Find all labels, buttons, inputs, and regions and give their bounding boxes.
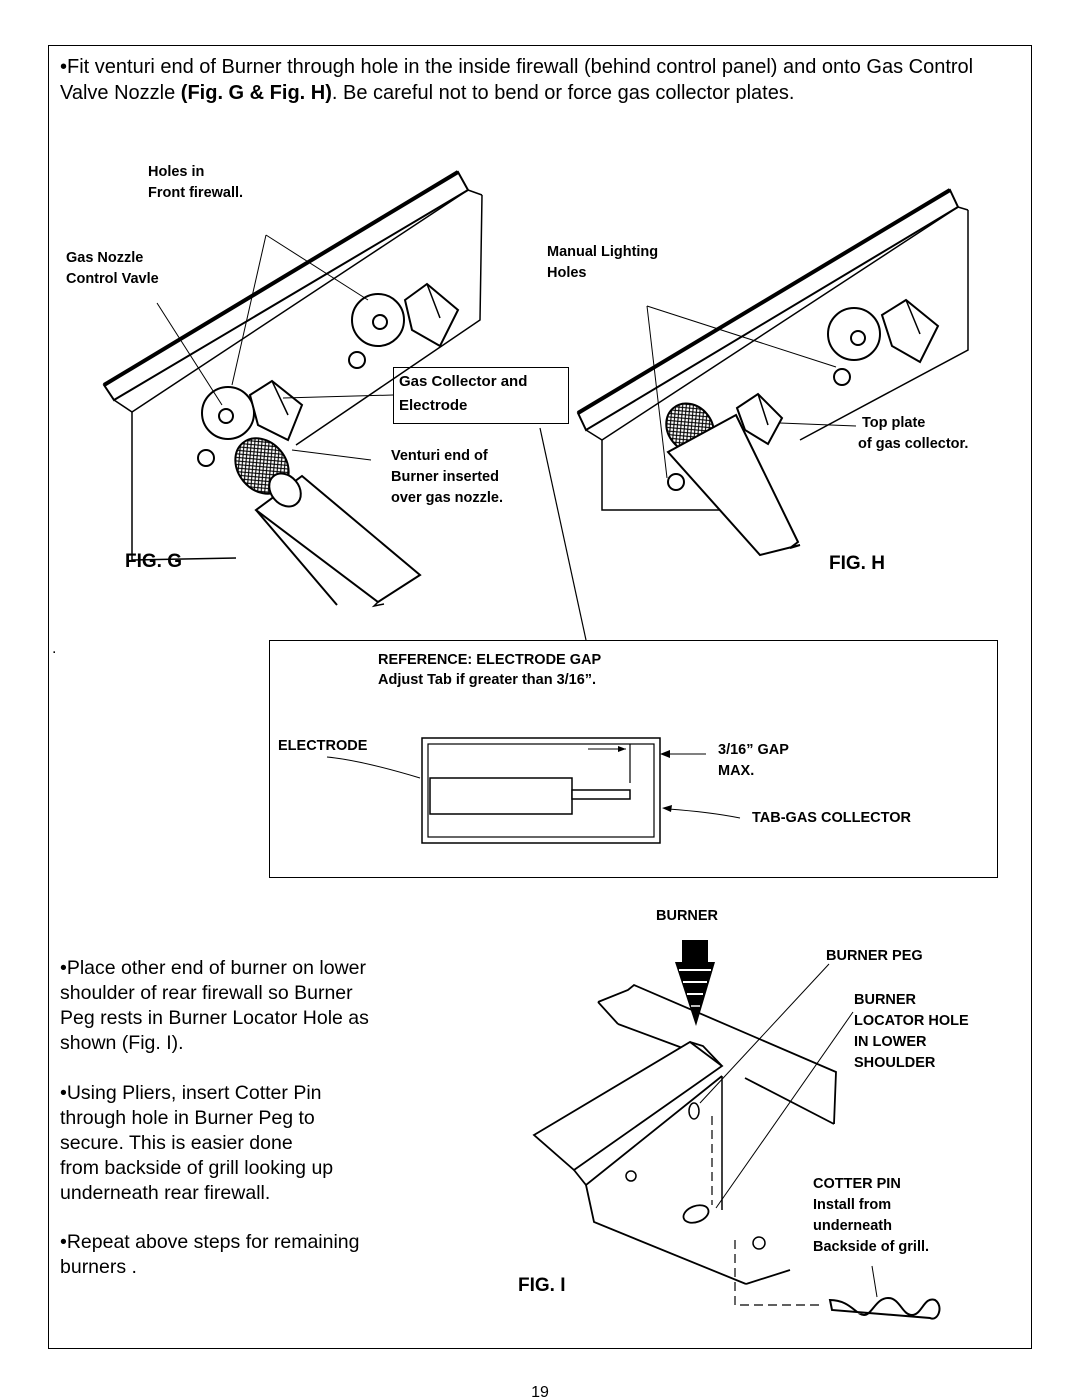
top-plate-line2: of gas collector. [858,436,969,452]
gap-label: 3/16” GAP MAX. [718,740,789,782]
electrode-label: ELECTRODE [278,738,368,754]
cotter-line1: COTTER PIN [813,1176,901,1192]
venturi-label-line3: over gas nozzle. [391,490,504,506]
venturi-label-line2: Burner inserted [391,469,499,485]
cotter-line3: underneath [813,1218,892,1234]
manual-label-line1: Manual Lighting [547,244,659,260]
reference-subtitle: Adjust Tab if greater than 3/16”. [378,672,597,688]
fig-h-label: FIG. H [829,553,885,574]
fig-i-drawing [532,940,941,1320]
burner-label: BURNER [656,908,719,924]
venturi-label: Venturi end of Burner inserted over gas … [391,446,503,509]
fig-h-drawing [576,188,969,557]
step-place-burner: •Place other end of burner on lower shou… [60,957,369,1054]
fig-g-label: FIG. G [125,551,182,572]
locator-line2: LOCATOR HOLE [854,1013,969,1029]
intro-figure-reference: (Fig. G & Fig. H) [180,82,332,104]
intro-text-end: . Be careful not to bend or force gas co… [331,82,795,104]
page-border [48,45,1032,1349]
nozzle-label: Gas Nozzle Control Vavle [66,248,159,290]
locator-line3: IN LOWER [854,1034,927,1050]
gap-label-line2: MAX. [718,763,755,779]
top-plate-label: Top plate of gas collector. [858,413,968,455]
electrode-gap-reference-box [269,640,998,878]
reference-title: REFERENCE: ELECTRODE GAP [378,652,602,668]
step-repeat: •Repeat above steps for remaining burner… [60,1231,360,1278]
gap-label-line1: 3/16” GAP [718,742,789,758]
cotter-line4: Backside of grill. [813,1239,930,1255]
locator-line1: BURNER [854,992,917,1008]
top-plate-line1: Top plate [862,415,926,431]
electrode-gap-diagram [326,737,741,844]
intro-bullet: • [60,56,68,78]
page-number: 19 [531,1384,549,1397]
locator-hole-label: BURNER LOCATOR HOLE IN LOWER SHOULDER [854,990,969,1074]
burner-peg-label: BURNER PEG [826,948,923,964]
venturi-label-line1: Venturi end of [391,448,488,464]
fig-g-drawing [102,170,587,641]
intro-paragraph: •Fit venturi end of Burner through hole … [60,54,1020,106]
nozzle-label-line1: Gas Nozzle [66,250,144,266]
fig-i-label: FIG. I [518,1275,566,1296]
holes-label: Holes in Front firewall. [148,162,243,204]
intro-text: Fit venturi end of Burner through hole i… [60,56,974,104]
cotter-line2: Install from [813,1197,892,1213]
stray-dot: . [52,640,57,657]
nozzle-label-line2: Control Vavle [66,271,159,287]
collector-label-line2: Electrode [399,397,468,414]
holes-label-line2: Front firewall. [148,185,244,201]
holes-label-line1: Holes in [148,164,205,180]
collector-label-line1: Gas Collector and [399,373,528,390]
step-cotter-pin: •Using Pliers, insert Cotter Pin through… [60,1082,334,1204]
tab-gas-collector-label: TAB-GAS COLLECTOR [752,810,911,826]
cotter-pin-label: COTTER PIN Install from underneath Backs… [813,1174,929,1258]
manual-label-line2: Holes [547,265,587,281]
manual-lighting-label: Manual Lighting Holes [547,242,658,284]
locator-line4: SHOULDER [854,1055,936,1071]
gas-collector-callout: Gas Collector and Electrode [393,367,569,424]
page-number-clip: 19 [0,1383,1080,1397]
steps-list: •Place other end of burner on lower shou… [60,956,440,1280]
